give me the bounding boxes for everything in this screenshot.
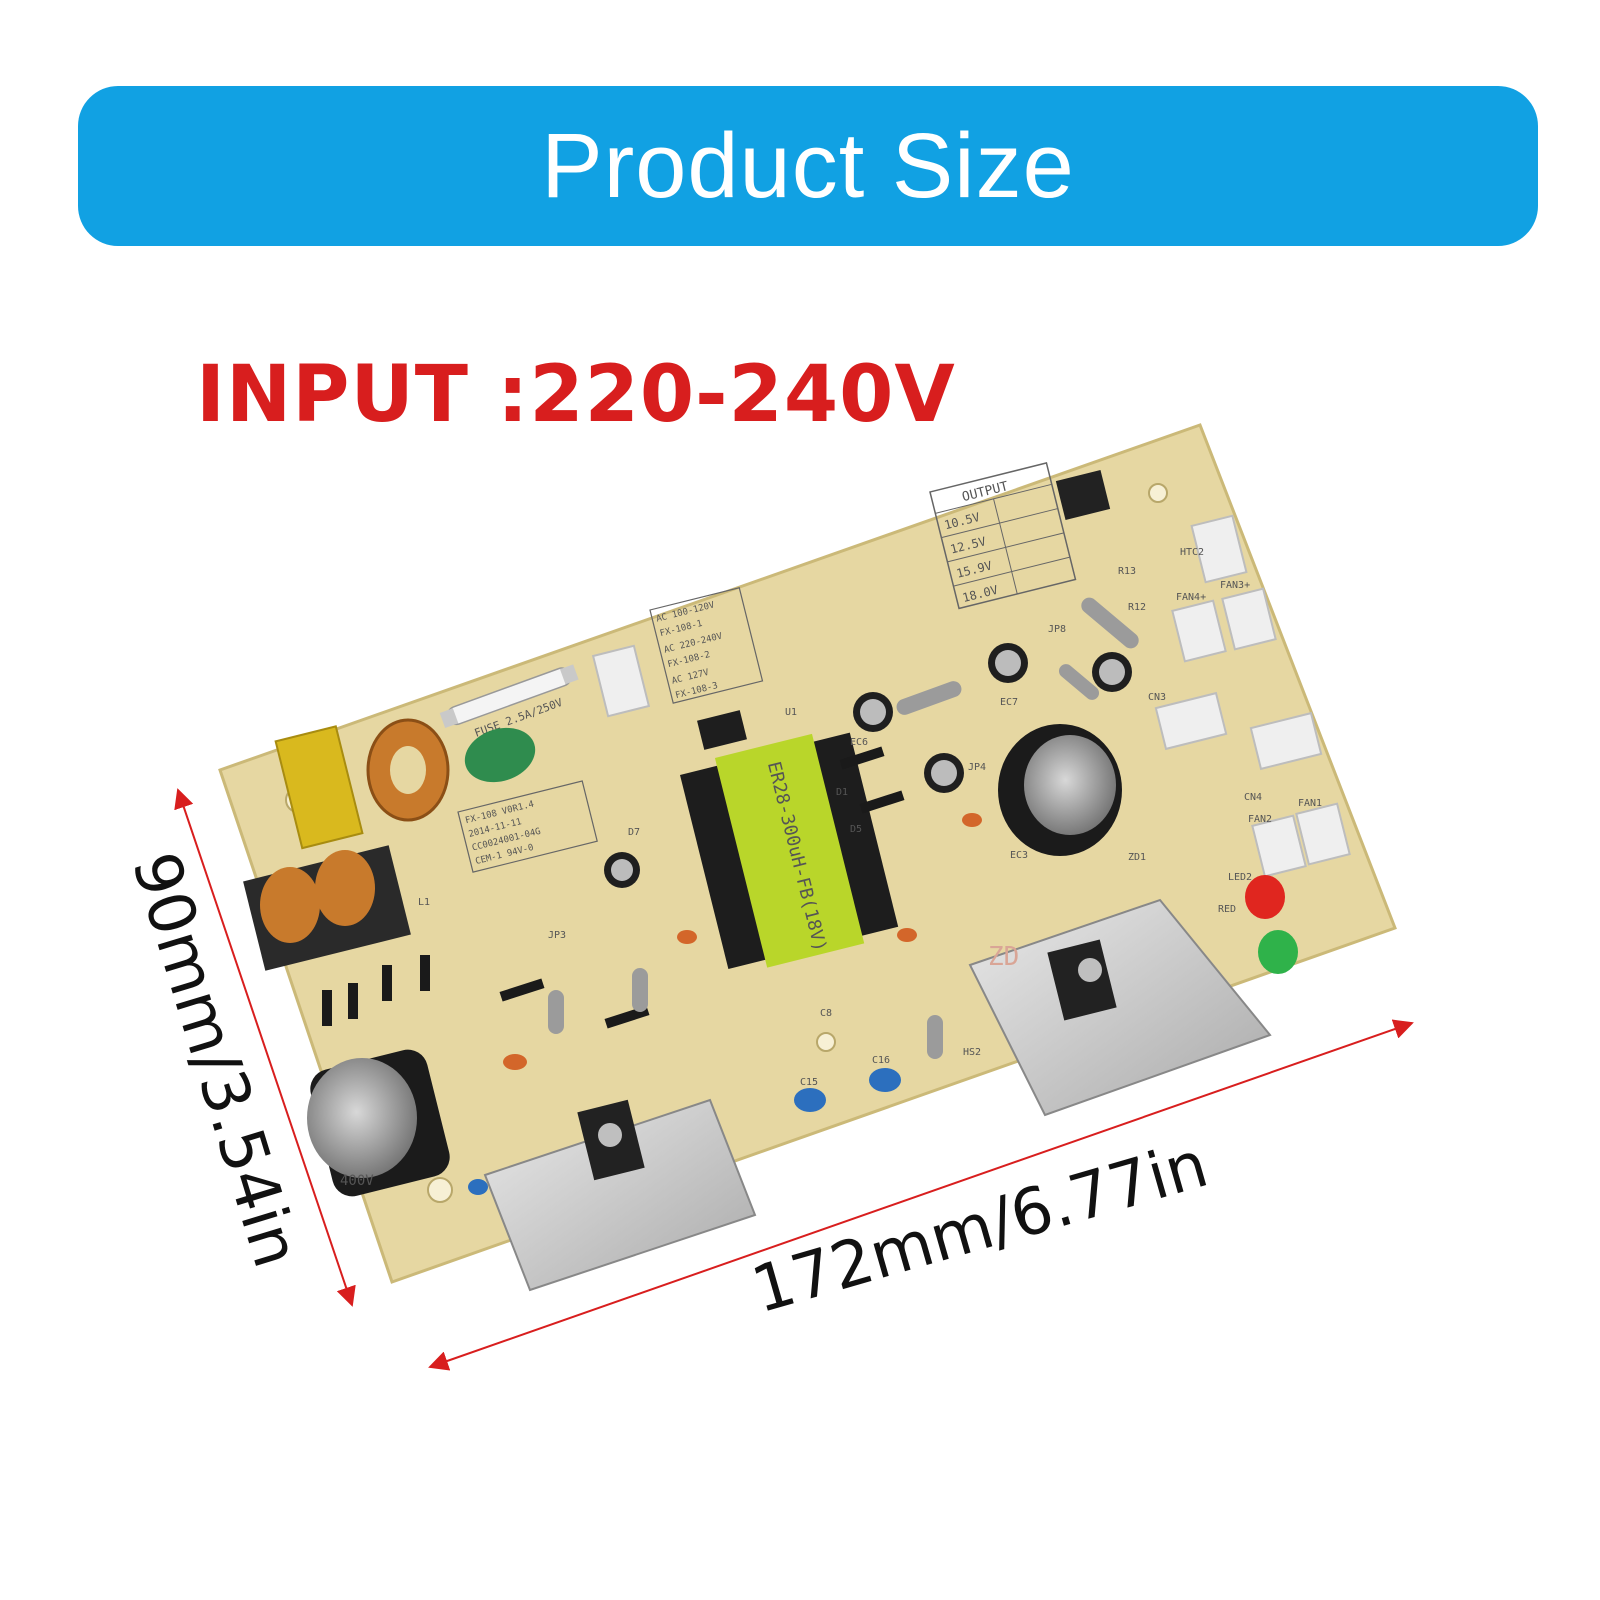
connector-label: HTC2 — [1180, 547, 1204, 558]
heatsink-left — [483, 1098, 757, 1292]
width-arrow — [428, 1019, 1414, 1371]
mounting-hole — [1148, 483, 1168, 503]
varistor — [464, 727, 536, 783]
silkscreen-label: C16 — [872, 1055, 890, 1066]
title-banner: Product Size — [78, 86, 1538, 246]
silkscreen-label: JP3 — [548, 930, 566, 941]
silkscreen-label: R13 — [1118, 566, 1136, 577]
connector-label: FAN1 — [1298, 798, 1322, 809]
connector-label: FAN3+ — [1220, 580, 1250, 591]
silkscreen-label: R12 — [1128, 602, 1146, 613]
leds: LED2 RED — [1218, 872, 1298, 974]
connectors — [591, 514, 1351, 878]
x-capacitor — [274, 725, 364, 850]
mounting-hole — [816, 1032, 836, 1052]
silkscreen-label: D7 — [628, 827, 640, 838]
connector-label: CN4 — [1244, 792, 1262, 803]
connector-labels: FAN2 FAN1 CN3 CN4 FAN4+ FAN3+ HTC2 HS2 — [963, 547, 1322, 1058]
black-connector — [1055, 470, 1111, 520]
electrolytic-ec3 — [998, 724, 1122, 856]
silkscreen-label: EC7 — [1000, 697, 1018, 708]
input-voltage-label: INPUT :220-240V — [196, 350, 956, 440]
silkscreen-labels: JP3 JP8 JP4 EC3 EC6 EC7 U1 D7 D1 D5 ZD1 … — [418, 566, 1146, 1088]
silkscreen-label: L1 — [418, 897, 430, 908]
silkscreen-label: C8 — [820, 1008, 832, 1019]
bulk-capacitor: 400V — [307, 1049, 450, 1197]
transformer: ER28-300uH-FB(18V) — [680, 732, 899, 970]
mounting-hole — [427, 1177, 453, 1203]
heatsink-right — [968, 898, 1272, 1117]
silkscreen-label: D5 — [850, 824, 862, 835]
silkscreen-label: ZD — [988, 942, 1019, 972]
silkscreen-label: D1 — [836, 787, 848, 798]
banner-title: Product Size — [541, 114, 1075, 217]
led-label: LED2 — [1228, 872, 1252, 883]
silkscreen-label: JP8 — [1048, 624, 1066, 635]
silkscreen-label: C15 — [800, 1077, 818, 1088]
connector-label: CN3 — [1148, 692, 1166, 703]
toroid-inductor — [366, 718, 450, 822]
capacitor-label: 400V — [340, 1173, 374, 1189]
ic-chip — [697, 710, 747, 750]
connector-label: HS2 — [963, 1047, 981, 1058]
connector-label: FAN2 — [1248, 814, 1272, 825]
silkscreen-label: EC3 — [1010, 850, 1028, 861]
silkscreen-label: JP4 — [968, 762, 986, 773]
height-arrow — [174, 788, 356, 1307]
led-label: RED — [1218, 904, 1236, 915]
ceramic-capacitors — [468, 813, 982, 1195]
common-mode-choke — [243, 845, 411, 971]
silkscreen-label: U1 — [785, 707, 797, 718]
silkscreen-label: EC6 — [850, 737, 868, 748]
silkscreen-label: ZD1 — [1128, 852, 1146, 863]
connector-label: FAN4+ — [1176, 592, 1206, 603]
small-capacitors — [604, 643, 1132, 888]
resistors — [548, 597, 1139, 1059]
